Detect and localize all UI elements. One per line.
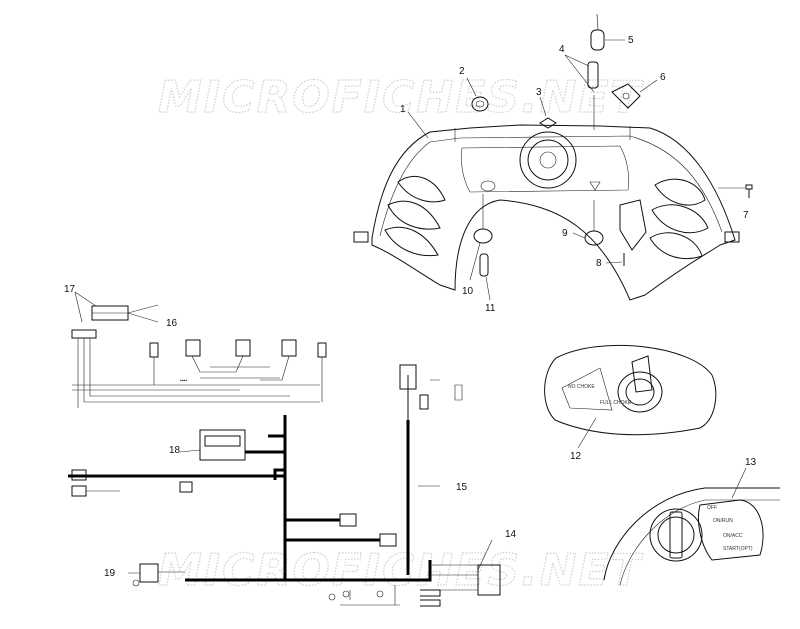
part-8-clip bbox=[605, 253, 625, 266]
ignition-label-start: START(OPT) bbox=[723, 546, 753, 552]
callout-14: 14 bbox=[505, 529, 517, 540]
svg-text:▪▪▪▪: ▪▪▪▪ bbox=[180, 378, 187, 384]
dash-pod bbox=[353, 124, 740, 301]
watermark-bottom: MICROFICHES.NET bbox=[158, 545, 644, 596]
inset-ignition: OFF ON/RUN ON/ACC START(OPT) bbox=[603, 467, 780, 586]
callout-7: 7 bbox=[743, 210, 749, 221]
callout-8: 8 bbox=[596, 258, 602, 269]
callout-13: 13 bbox=[745, 457, 757, 468]
callout-5: 5 bbox=[628, 35, 634, 46]
part-10-grommet bbox=[469, 194, 493, 281]
callout-3: 3 bbox=[536, 87, 542, 98]
watermark-top: MICROFICHES.NET bbox=[158, 72, 644, 123]
callout-1: 1 bbox=[400, 104, 406, 115]
part-7-screw bbox=[718, 184, 753, 198]
harness-lower bbox=[68, 364, 501, 607]
callout-6: 6 bbox=[660, 72, 666, 83]
inset-throttle: NO CHOKE FULL CHOKE bbox=[544, 344, 717, 449]
part-4-socket bbox=[564, 54, 599, 130]
ignition-label-on-run: ON/RUN bbox=[713, 518, 733, 524]
callout-18: 18 bbox=[169, 445, 181, 456]
throttle-label-no-choke: NO CHOKE bbox=[568, 384, 595, 390]
callout-11: 11 bbox=[485, 303, 496, 314]
callout-2: 2 bbox=[459, 66, 465, 77]
part-6-bracket bbox=[611, 79, 658, 109]
callout-4: 4 bbox=[559, 44, 565, 55]
part-9-grommet bbox=[572, 200, 604, 246]
harness-upper: ▪▪▪▪ bbox=[71, 291, 327, 408]
callout-10: 10 bbox=[462, 286, 474, 297]
callout-15: 15 bbox=[456, 482, 468, 493]
ignition-label-off: OFF bbox=[707, 505, 717, 511]
part-5-bulb bbox=[590, 13, 625, 51]
callout-9: 9 bbox=[562, 228, 568, 239]
part-3-nut bbox=[539, 96, 557, 129]
part-11-bulb bbox=[479, 253, 491, 301]
callout-17: 17 bbox=[64, 284, 76, 295]
throttle-label-full-choke: FULL CHOKE bbox=[600, 400, 632, 406]
ignition-label-on-acc: ON/ACC bbox=[723, 533, 743, 539]
leader-1 bbox=[407, 111, 429, 139]
part-2-knob bbox=[466, 77, 489, 112]
callout-19: 19 bbox=[104, 568, 116, 579]
callout-16: 16 bbox=[166, 318, 178, 329]
callout-12: 12 bbox=[570, 451, 582, 462]
